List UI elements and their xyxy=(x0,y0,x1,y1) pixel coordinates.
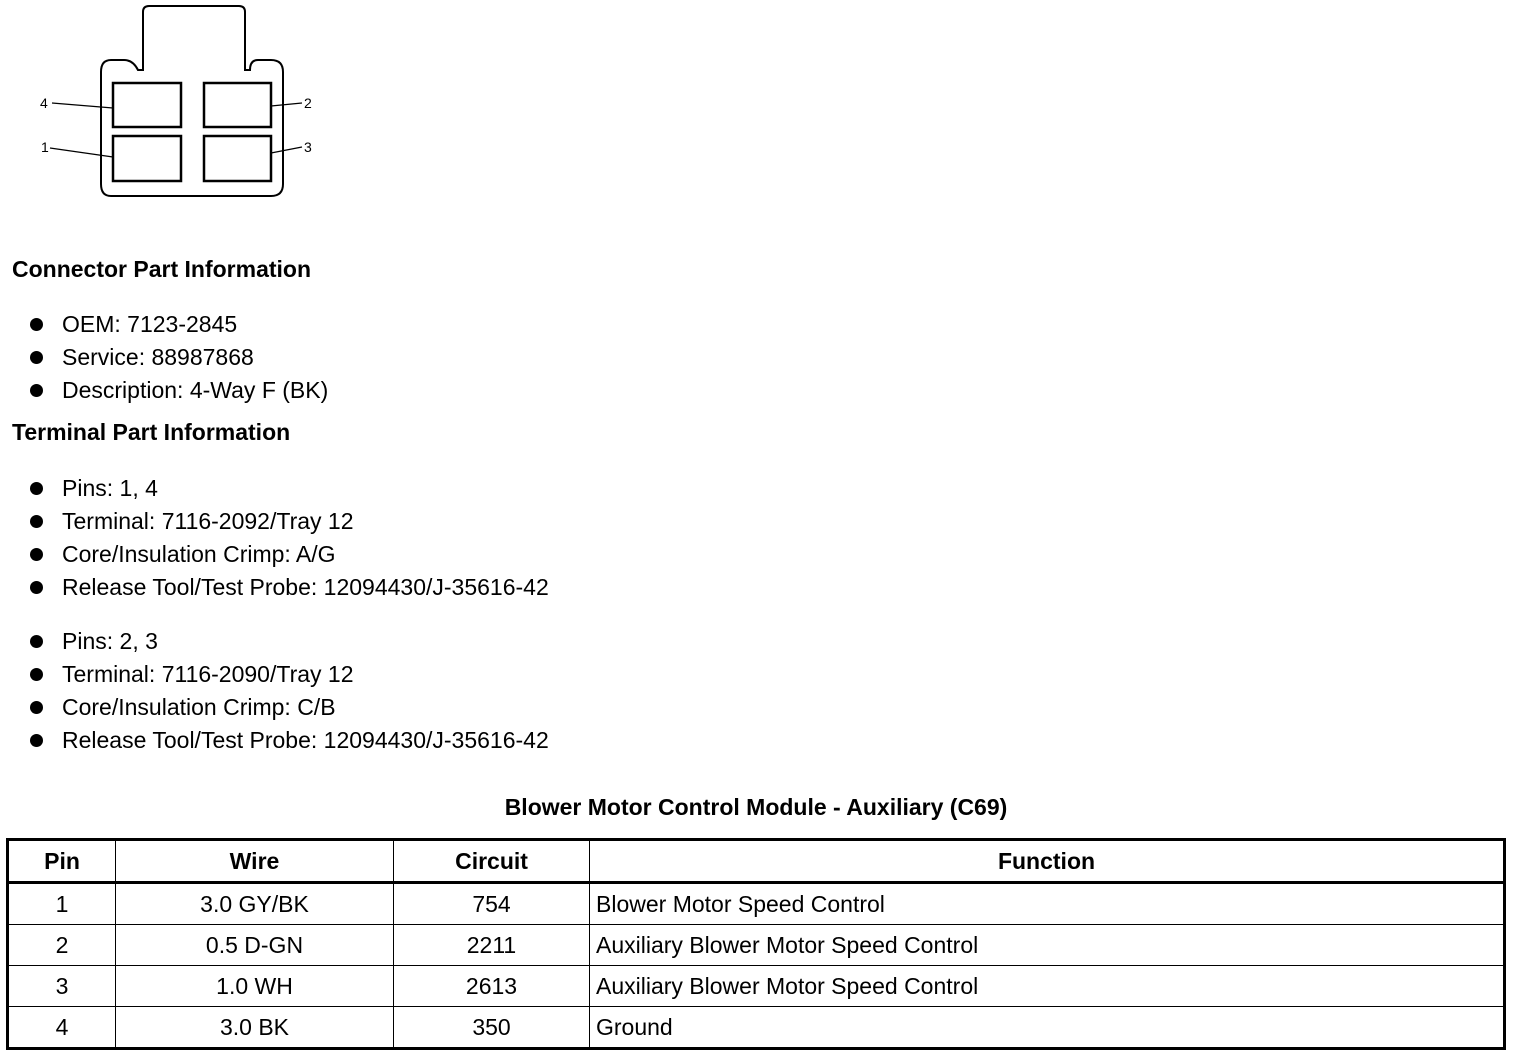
column-header-function: Function xyxy=(589,839,1505,884)
list-item: Terminal: 7116-2090/Tray 12 xyxy=(0,658,549,691)
pin-label-3: 3 xyxy=(304,139,312,155)
pin-label-4: 4 xyxy=(40,95,48,111)
pin-function-table: Pin Wire Circuit Function 1 3.0 GY/BK 75… xyxy=(6,838,1506,1050)
connector-face-diagram: 4 2 1 3 xyxy=(40,5,312,197)
column-header-wire: Wire xyxy=(115,839,394,884)
table-row: 4 3.0 BK 350 Ground xyxy=(7,1006,1505,1049)
bullet-icon xyxy=(30,734,43,747)
terminal-group-1-list: Pins: 1, 4 Terminal: 7116-2092/Tray 12 C… xyxy=(0,472,549,604)
cell-circuit: 2613 xyxy=(393,965,590,1007)
terminal-part-info-heading: Terminal Part Information xyxy=(12,419,291,445)
list-item: Release Tool/Test Probe: 12094430/J-3561… xyxy=(0,724,549,757)
cell-pin: 1 xyxy=(7,882,116,925)
bullet-icon xyxy=(30,668,43,681)
cell-pin: 2 xyxy=(7,924,116,966)
cavity-pin-1 xyxy=(111,134,183,183)
cell-pin: 4 xyxy=(7,1006,116,1049)
leader-line-pin-4 xyxy=(51,102,114,109)
bullet-icon xyxy=(30,548,43,561)
bullet-icon xyxy=(30,318,43,331)
cell-circuit: 2211 xyxy=(393,924,590,966)
bullet-icon xyxy=(30,351,43,364)
pin-label-2: 2 xyxy=(304,95,312,111)
cell-function: Blower Motor Speed Control xyxy=(589,882,1505,925)
list-item: Terminal: 7116-2092/Tray 12 xyxy=(0,505,549,538)
column-header-pin: Pin xyxy=(7,839,116,884)
connector-housing-outline xyxy=(100,5,284,197)
table-row: 2 0.5 D-GN 2211 Auxiliary Blower Motor S… xyxy=(7,924,1505,966)
list-item: OEM: 7123-2845 xyxy=(0,308,328,341)
cell-wire: 3.0 GY/BK xyxy=(115,882,394,925)
cell-circuit: 350 xyxy=(393,1006,590,1049)
list-item: Release Tool/Test Probe: 12094430/J-3561… xyxy=(0,571,549,604)
connector-part-info-list: OEM: 7123-2845 Service: 88987868 Descrip… xyxy=(0,308,328,407)
bullet-icon xyxy=(30,515,43,528)
table-header-row: Pin Wire Circuit Function xyxy=(7,839,1505,884)
terminal-group-2-list: Pins: 2, 3 Terminal: 7116-2090/Tray 12 C… xyxy=(0,625,549,757)
table-row: 3 1.0 WH 2613 Auxiliary Blower Motor Spe… xyxy=(7,965,1505,1007)
cell-function: Auxiliary Blower Motor Speed Control xyxy=(589,924,1505,966)
bullet-icon xyxy=(30,482,43,495)
cell-function: Auxiliary Blower Motor Speed Control xyxy=(589,965,1505,1007)
pin-table-title: Blower Motor Control Module - Auxiliary … xyxy=(504,794,1008,820)
cell-function: Ground xyxy=(589,1006,1505,1049)
list-item: Description: 4-Way F (BK) xyxy=(0,374,328,407)
cell-wire: 1.0 WH xyxy=(115,965,394,1007)
list-item: Pins: 2, 3 xyxy=(0,625,549,658)
leader-line-pin-1 xyxy=(49,147,114,158)
column-header-circuit: Circuit xyxy=(393,839,590,884)
leader-line-pin-2 xyxy=(270,102,303,107)
cell-wire: 0.5 D-GN xyxy=(115,924,394,966)
cell-circuit: 754 xyxy=(393,882,590,925)
cavity-pin-4 xyxy=(111,81,183,129)
bullet-icon xyxy=(30,635,43,648)
cell-pin: 3 xyxy=(7,965,116,1007)
cell-wire: 3.0 BK xyxy=(115,1006,394,1049)
leader-line-pin-3 xyxy=(270,146,303,154)
list-item: Pins: 1, 4 xyxy=(0,472,549,505)
bullet-icon xyxy=(30,384,43,397)
cavity-pin-2 xyxy=(202,81,273,129)
table-row: 1 3.0 GY/BK 754 Blower Motor Speed Contr… xyxy=(7,882,1505,925)
cavity-pin-3 xyxy=(202,134,273,183)
pin-label-1: 1 xyxy=(41,139,49,155)
bullet-icon xyxy=(30,701,43,714)
list-item: Core/Insulation Crimp: C/B xyxy=(0,691,549,724)
list-item: Core/Insulation Crimp: A/G xyxy=(0,538,549,571)
bullet-icon xyxy=(30,581,43,594)
list-item: Service: 88987868 xyxy=(0,341,328,374)
connector-part-info-heading: Connector Part Information xyxy=(12,256,312,282)
